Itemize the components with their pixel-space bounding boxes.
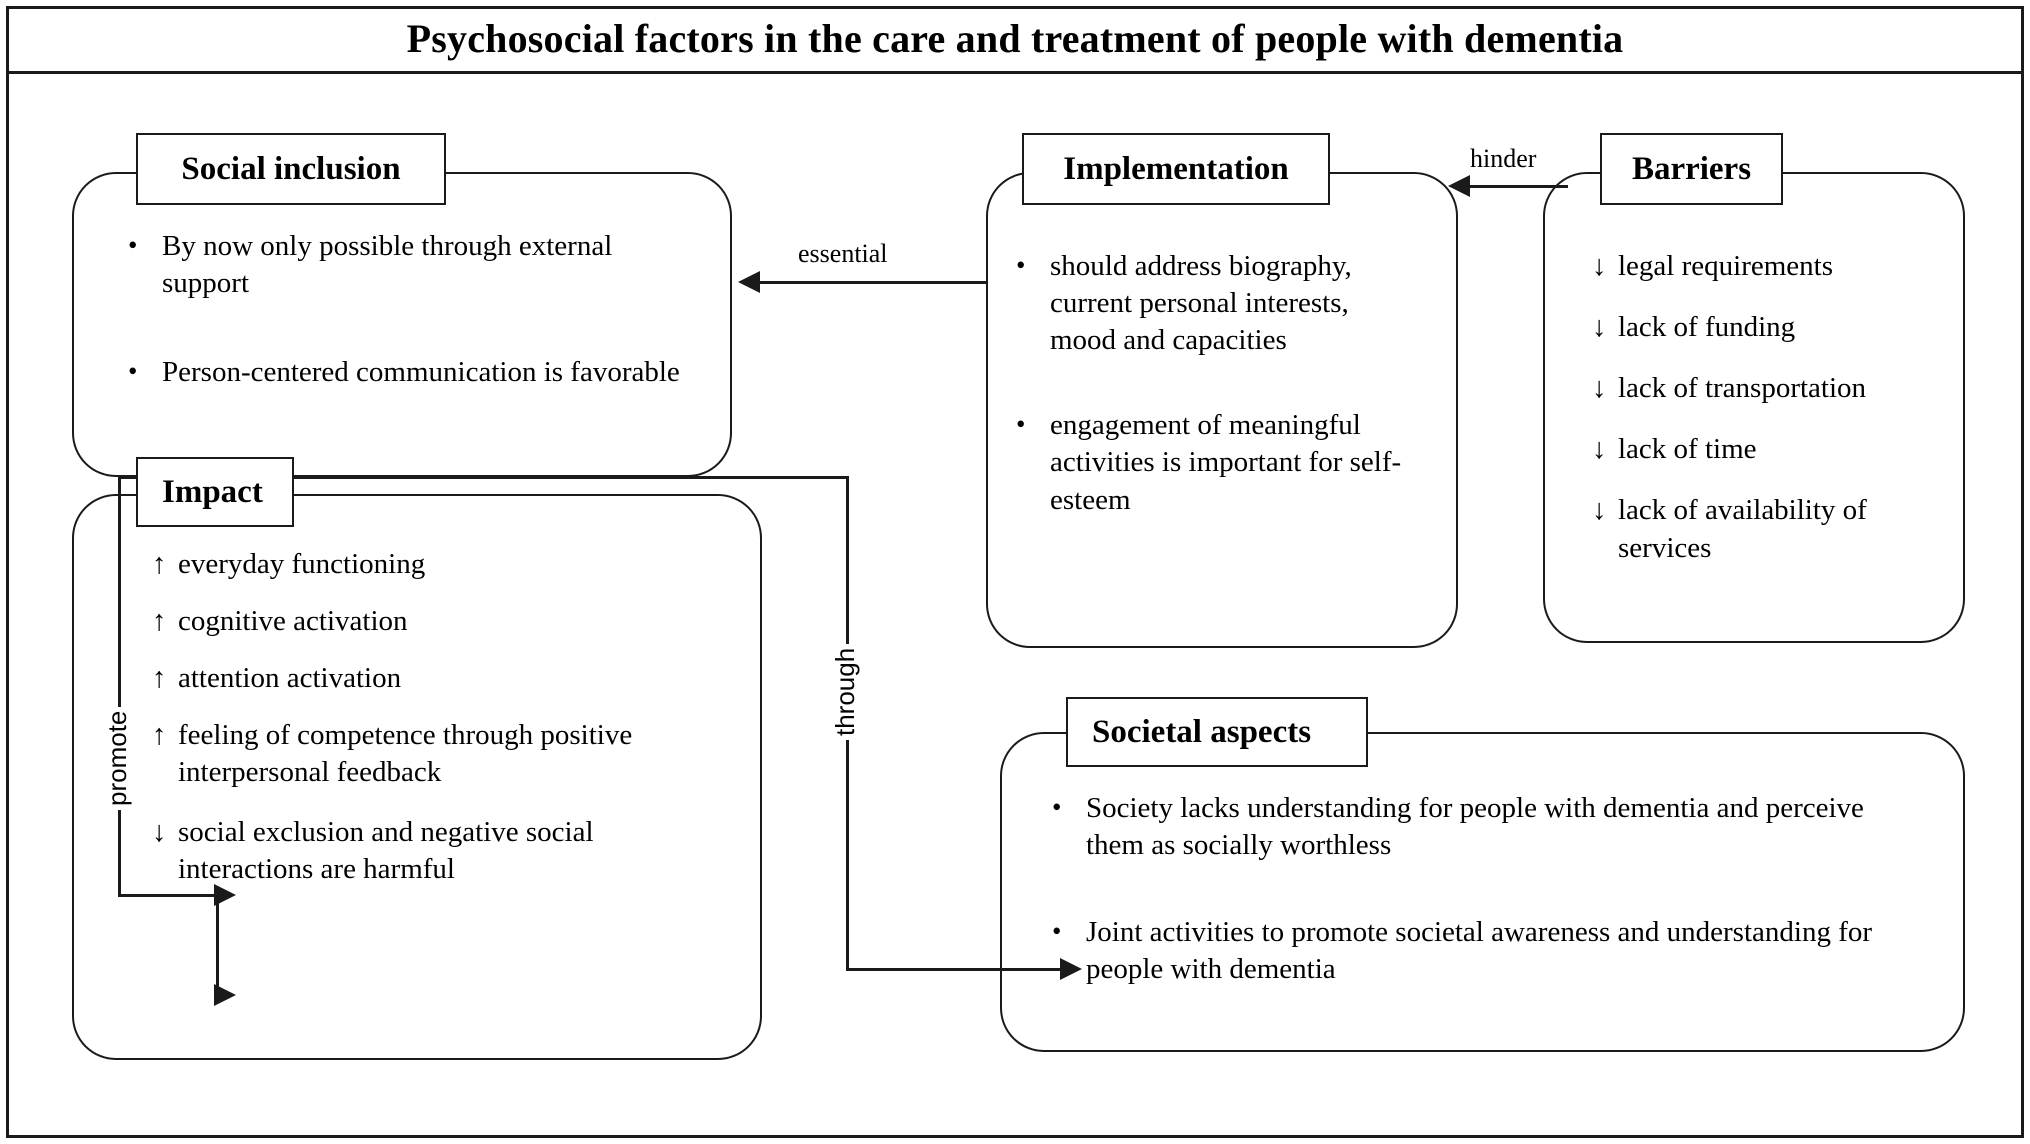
page-title: Psychosocial factors in the care and tre… [406,16,1624,61]
arrow-up-icon: ↑ [152,719,167,752]
list-item: ↓ social exclusion and negative social i… [152,814,732,888]
box-barriers-title-plate: Barriers [1600,133,1783,205]
list-item: • Joint activities to promote societal a… [1052,914,1892,988]
box-implementation-list: • should address biography, current pers… [1016,248,1416,519]
list-item: ↑ attention activation [152,660,732,697]
list-item: ↑ feeling of competence through positive… [152,717,732,791]
connector-hinder-label: hinder [1466,146,1541,172]
connector-hinder-line [1468,185,1568,188]
connector-through-arrowhead [1060,958,1082,980]
box-impact-title: Impact [162,473,263,510]
connector-promote-label: promote [102,706,132,810]
arrow-down-icon: ↓ [152,815,167,848]
connector-through-label: through [830,643,860,740]
arrow-up-icon: ↑ [152,548,167,580]
arrow-down-icon: ↓ [1592,311,1607,344]
list-item: • engagement of meaningful activities is… [1016,407,1416,518]
diagram-outer-frame [6,6,2024,1138]
list-item-text: Society lacks understanding for people w… [1086,792,1864,862]
list-item: ↓ lack of time [1592,431,1952,468]
list-item: • Society lacks understanding for people… [1052,790,1892,864]
list-item: ↑ everyday functioning [152,546,732,583]
box-impact-list: ↑ everyday functioning ↑ cognitive activ… [152,546,732,888]
bullet-icon: • [128,230,138,260]
box-impact-title-plate: Impact [136,457,294,527]
list-item: • By now only possible through external … [128,228,688,302]
list-item: ↓ lack of transportation [1592,370,1952,407]
list-item: ↓ lack of availability of services [1592,492,1952,566]
list-item: ↑ cognitive activation [152,603,732,640]
diagram-title-bar: Psychosocial factors in the care and tre… [6,6,2024,74]
connector-essential-line [760,281,988,284]
arrow-up-icon: ↑ [152,605,167,638]
list-item-text: lack of time [1618,433,1757,466]
box-implementation-title: Implementation [1063,150,1289,187]
box-societal-aspects-title: Societal aspects [1092,713,1312,750]
list-item-text: Person-centered communication is favorab… [162,356,680,389]
list-item-text: Joint activities to promote societal awa… [1086,916,1873,986]
box-barriers-list: ↓ legal requirements ↓ lack of funding ↓… [1592,248,1952,567]
bullet-icon: • [128,356,138,387]
connector-promote-branch-drop [216,894,219,996]
box-impact [72,494,762,1060]
connector-promote-arrowhead-upper [214,884,236,906]
list-item-text: attention activation [178,662,402,695]
list-item-text: social exclusion and negative social int… [178,815,594,885]
list-item: • should address biography, current pers… [1016,248,1416,359]
arrow-down-icon: ↓ [1592,494,1607,527]
connector-promote-arrowhead-lower [214,984,236,1006]
connector-essential-label: essential [794,241,892,267]
box-implementation-title-plate: Implementation [1022,133,1330,205]
box-societal-aspects-title-plate: Societal aspects [1066,697,1368,767]
list-item-text: feeling of competence through positive i… [178,719,633,789]
bullet-icon: • [1016,250,1026,280]
box-social-inclusion-title: Social inclusion [181,150,401,187]
connector-through-segment-bottom [846,968,1064,971]
box-societal-aspects [1000,732,1965,1052]
connector-promote-trunk [118,476,121,896]
list-item: ↓ legal requirements [1592,248,1952,285]
list-item-text: lack of transportation [1618,372,1867,405]
connector-through-segment-top [118,476,848,479]
list-item-text: lack of funding [1618,311,1796,344]
list-item-text: lack of availability of services [1618,494,1867,564]
arrow-up-icon: ↑ [152,662,167,695]
list-item-text: By now only possible through external su… [162,230,613,300]
arrow-down-icon: ↓ [1592,372,1607,405]
list-item-text: should address biography, current person… [1050,250,1352,357]
list-item-text: everyday functioning [178,548,426,580]
box-societal-aspects-list: • Society lacks understanding for people… [1052,790,1892,988]
arrow-down-icon: ↓ [1592,250,1607,282]
connector-essential-arrowhead [738,271,760,293]
list-item: • Person-centered communication is favor… [128,354,688,391]
bullet-icon: • [1052,792,1062,822]
list-item-text: engagement of meaningful activities is i… [1050,409,1402,516]
arrow-down-icon: ↓ [1592,433,1607,466]
bullet-icon: • [1052,916,1062,947]
connector-promote-branch-upper [118,894,218,897]
connector-hinder-arrowhead [1448,175,1470,197]
list-item: ↓ lack of funding [1592,309,1952,346]
list-item-text: legal requirements [1618,250,1833,282]
box-social-inclusion-list: • By now only possible through external … [128,228,688,391]
bullet-icon: • [1016,409,1026,440]
box-social-inclusion-title-plate: Social inclusion [136,133,446,205]
box-barriers-title: Barriers [1631,150,1752,187]
list-item-text: cognitive activation [178,605,408,638]
